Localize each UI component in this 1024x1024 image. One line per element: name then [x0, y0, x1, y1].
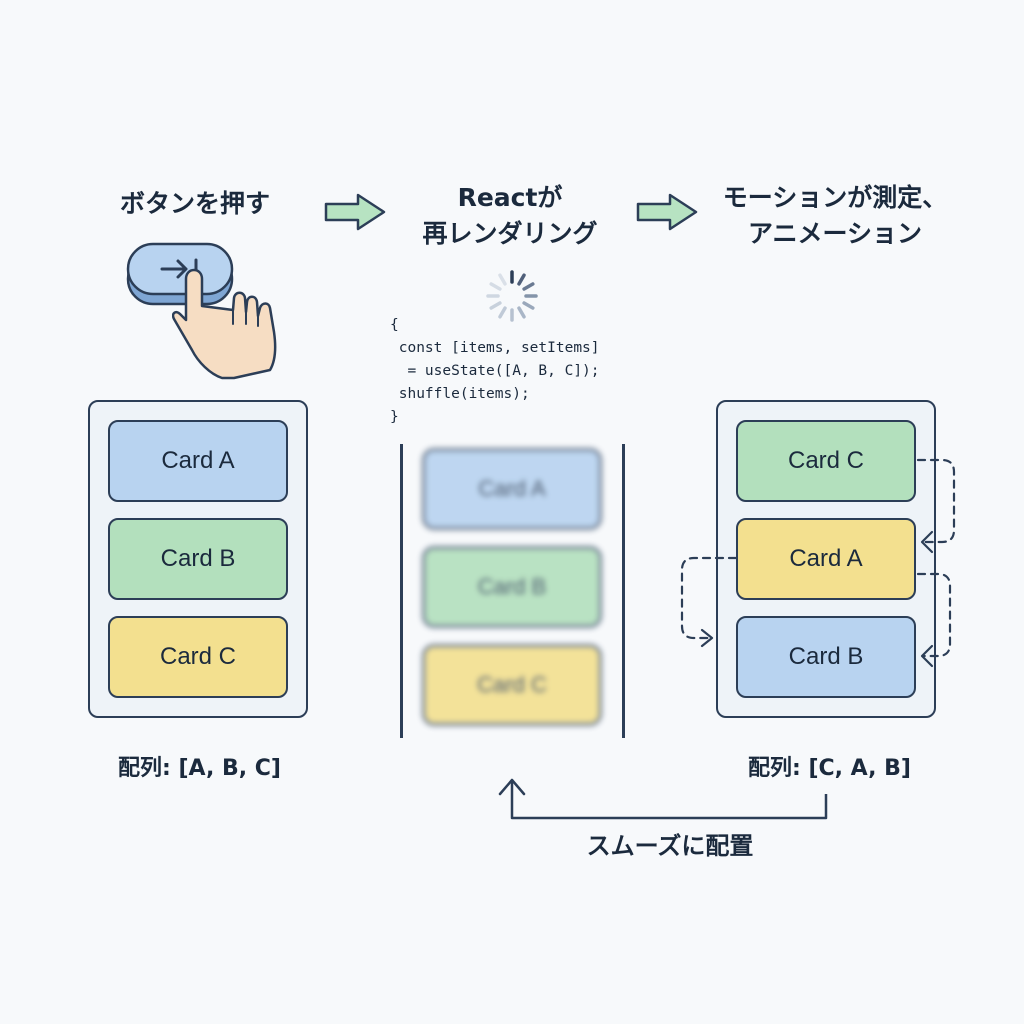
- loading-spinner-icon: [486, 270, 538, 322]
- card-label: Card A: [789, 545, 863, 572]
- step1-title-line1: ボタンを押す: [119, 189, 270, 218]
- reorder-arrow-icon: [916, 572, 952, 658]
- code-snippet: { const [items, setItems] = useState([A,…: [390, 314, 600, 429]
- step1-title: ボタンを押す: [100, 186, 290, 222]
- card-label: Card B: [160, 545, 236, 572]
- step2-title: Reactが 再レンダリング: [400, 180, 620, 252]
- code-line: const [items, setItems]: [390, 340, 600, 356]
- step-arrow-icon: [636, 193, 698, 231]
- step2-title-line1: Reactが: [457, 183, 563, 212]
- card-b[interactable]: Card B: [736, 616, 916, 698]
- code-line: {: [390, 317, 399, 333]
- card-a[interactable]: Card A: [736, 518, 916, 600]
- card-label: Card C: [159, 643, 237, 670]
- step3-title-line2: アニメーション: [747, 219, 922, 248]
- rerender-right-border: [622, 444, 625, 738]
- smooth-placement-arrow: [498, 778, 828, 820]
- pointing-hand-icon: [172, 268, 277, 380]
- enter-button-icon[interactable]: [124, 238, 238, 310]
- step3-title: モーションが測定、 アニメーション: [700, 180, 970, 252]
- blurred-card-a: Card A: [422, 448, 602, 530]
- reorder-arrows: [680, 458, 956, 668]
- initial-array-label: 配列: [A, B, C]: [118, 756, 281, 781]
- card-b[interactable]: Card B: [108, 518, 288, 600]
- card-label: Card A: [478, 476, 546, 501]
- code-line: shuffle(items);: [390, 386, 530, 402]
- card-c[interactable]: Card C: [108, 616, 288, 698]
- card-label: Card B: [477, 574, 547, 599]
- card-a[interactable]: Card A: [108, 420, 288, 502]
- code-line: }: [390, 409, 399, 425]
- card-label: Card C: [787, 447, 865, 474]
- step3-title-line1: モーションが測定、: [722, 183, 948, 212]
- card-c[interactable]: Card C: [736, 420, 916, 502]
- reordered-array-label: 配列: [C, A, B]: [748, 756, 911, 781]
- card-label: Card B: [788, 643, 864, 670]
- reorder-arrow-icon: [916, 458, 956, 544]
- card-label: Card A: [161, 447, 235, 474]
- code-line: = useState([A, B, C]);: [390, 363, 600, 379]
- rerender-left-border: [400, 444, 403, 738]
- blurred-card-b: Card B: [422, 546, 602, 628]
- card-label: Card C: [477, 672, 547, 697]
- reorder-arrow-icon: [680, 556, 738, 640]
- step2-title-line2: 再レンダリング: [422, 219, 598, 248]
- step-arrow-icon: [324, 193, 386, 231]
- smooth-placement-caption: スムーズに配置: [586, 832, 754, 860]
- blurred-card-c: Card C: [422, 644, 602, 726]
